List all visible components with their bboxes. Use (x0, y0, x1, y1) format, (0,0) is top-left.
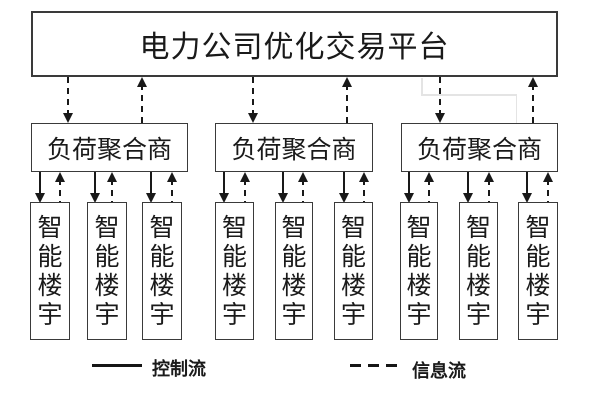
building-label: 智能楼宇 (149, 213, 175, 329)
info-flow-arrow-up (423, 172, 435, 203)
building-label: 智能楼宇 (94, 213, 120, 329)
building-label: 智能楼宇 (525, 213, 551, 329)
aggregator-label: 负荷聚合商 (231, 134, 357, 164)
control-flow-arrow-down (521, 172, 533, 203)
building-label: 智能楼宇 (281, 213, 307, 329)
info-flow-arrow-up (54, 172, 66, 203)
platform-box: 电力公司优化交易平台 (31, 11, 558, 77)
building-label: 智能楼宇 (406, 213, 432, 329)
building-box: 智能楼宇 (275, 202, 313, 340)
legend-control-line-sample (92, 364, 142, 367)
platform-label: 电力公司优化交易平台 (139, 30, 450, 65)
info-flow-arrow-up (297, 172, 309, 203)
control-flow-arrow-down (403, 172, 415, 203)
watermark-line-horizontal (421, 94, 517, 96)
legend-info-line-sample (350, 364, 403, 367)
legend-control-label: 控制流 (152, 359, 206, 380)
control-flow-arrow-down (34, 172, 46, 203)
control-flow-arrow-down (338, 172, 350, 203)
info-flow-arrow-down (62, 77, 74, 123)
watermark-line-left (421, 78, 423, 95)
building-label: 智能楼宇 (340, 213, 366, 329)
building-label: 智能楼宇 (37, 213, 63, 329)
building-box: 智能楼宇 (87, 202, 127, 340)
info-flow-arrow-up (136, 77, 148, 123)
aggregator-box: 负荷聚合商 (31, 123, 188, 172)
control-flow-arrow-down (145, 172, 157, 203)
aggregator-box: 负荷聚合商 (215, 123, 373, 172)
info-flow-arrow-up (542, 172, 554, 203)
info-flow-arrow-up (106, 172, 118, 203)
control-flow-arrow-down (462, 172, 474, 203)
info-flow-arrow-up (166, 172, 178, 203)
info-flow-arrow-down (247, 77, 259, 123)
building-box: 智能楼宇 (459, 202, 498, 340)
watermark-line-right (515, 94, 517, 123)
control-flow-arrow-down (277, 172, 289, 203)
info-flow-arrow-up (483, 172, 495, 203)
building-label: 智能楼宇 (465, 213, 491, 329)
legend-info-label: 信息流 (412, 361, 466, 382)
building-box: 智能楼宇 (142, 202, 182, 340)
building-box: 智能楼宇 (30, 202, 70, 340)
building-box: 智能楼宇 (334, 202, 373, 340)
info-flow-arrow-up (527, 77, 539, 123)
building-box: 智能楼宇 (518, 202, 558, 340)
building-box: 智能楼宇 (215, 202, 254, 340)
info-flow-arrow-up (341, 77, 353, 123)
building-label: 智能楼宇 (221, 213, 247, 329)
info-flow-arrow-up (358, 172, 370, 203)
aggregator-label: 负荷聚合商 (416, 134, 542, 164)
aggregator-box: 负荷聚合商 (401, 123, 558, 172)
control-flow-arrow-down (89, 172, 101, 203)
info-flow-arrow-down (434, 77, 446, 123)
building-box: 智能楼宇 (400, 202, 438, 340)
info-flow-arrow-up (239, 172, 251, 203)
aggregator-label: 负荷聚合商 (46, 134, 172, 164)
control-flow-arrow-down (218, 172, 230, 203)
